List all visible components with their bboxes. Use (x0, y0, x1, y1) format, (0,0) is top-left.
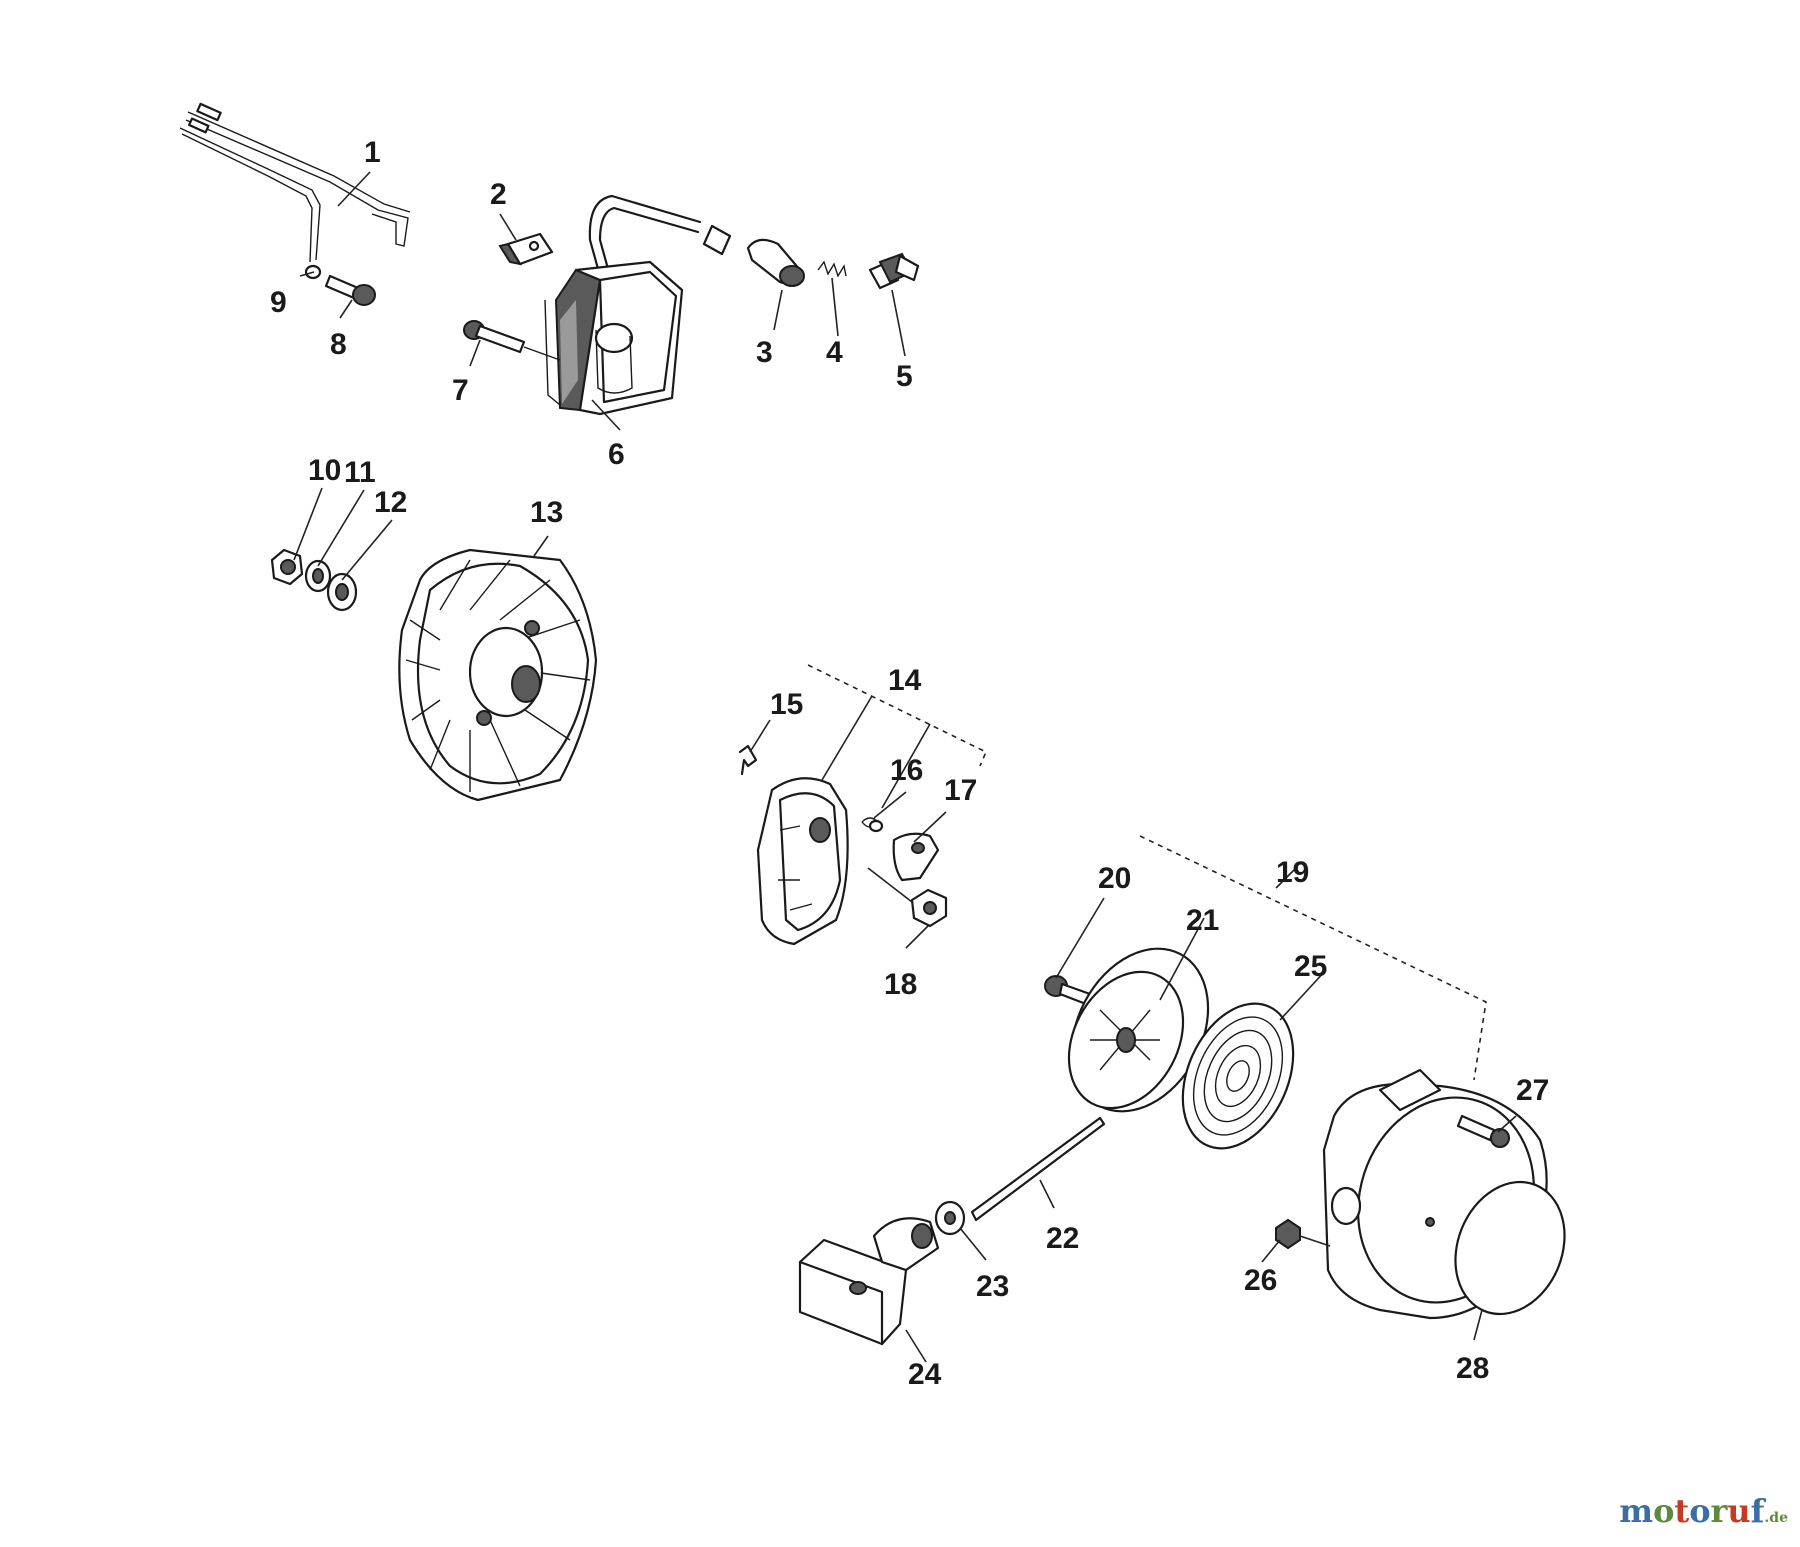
callout-6: 6 (608, 438, 625, 471)
callout-4: 4 (826, 336, 843, 369)
watermark-letter: r (1710, 1492, 1728, 1530)
watermark-letter: u (1727, 1492, 1751, 1530)
part-24-starter-handle (798, 1217, 940, 1346)
callout-21: 21 (1186, 904, 1219, 937)
callout-26: 26 (1244, 1264, 1277, 1297)
part-13-flywheel (398, 548, 598, 802)
callout-16: 16 (890, 754, 923, 787)
part-6-ignition-module (544, 194, 702, 416)
callout-10: 10 (308, 454, 341, 487)
part-17-pawl (892, 832, 940, 882)
part-28-cover-disc (1454, 1180, 1566, 1316)
part-14-starter-pulley (756, 777, 849, 946)
callout-25: 25 (1294, 950, 1327, 983)
leader-lines (293, 171, 1517, 1363)
callout-11: 11 (344, 456, 376, 489)
watermark-letter: o (1653, 1492, 1675, 1530)
callout-8: 8 (330, 328, 347, 361)
callout-labels: 1 2 3 4 5 6 7 8 9 10 11 12 13 14 15 16 1… (270, 136, 1549, 1391)
watermark-letter: o (1689, 1492, 1711, 1530)
part-2-key (498, 232, 554, 266)
callout-20: 20 (1098, 862, 1131, 895)
part-22-starter-rope (970, 1116, 1106, 1222)
callout-3: 3 (756, 336, 773, 369)
part-21-rope-pulley (1067, 947, 1210, 1113)
callout-13: 13 (530, 496, 563, 529)
callout-7: 7 (452, 374, 469, 407)
part-10-nut (270, 548, 304, 586)
part-23-rope-guide (934, 1200, 966, 1236)
part-4-spring (817, 260, 847, 278)
callout-24: 24 (908, 1358, 942, 1391)
part-16-spring (861, 817, 884, 833)
callout-9: 9 (270, 286, 287, 319)
part-20-screw (1044, 975, 1092, 1006)
part-26-nut (1275, 1218, 1331, 1250)
part-11-lock-washer (304, 559, 332, 593)
watermark-text: motoruf (1619, 1492, 1764, 1530)
callout-22: 22 (1046, 1222, 1079, 1255)
callout-1: 1 (364, 136, 381, 169)
part-5-spark-plug (868, 252, 920, 290)
part-12-washer (326, 572, 358, 612)
part-15-clip (738, 744, 758, 776)
callout-12: 12 (374, 486, 407, 519)
callout-15: 15 (770, 688, 803, 721)
part-25-recoil-spring (1181, 1002, 1295, 1150)
callout-19: 19 (1276, 856, 1309, 889)
watermark-suffix: .de (1764, 1510, 1788, 1526)
callout-17: 17 (944, 774, 977, 807)
callout-18: 18 (884, 968, 917, 1001)
watermark-letter: f (1750, 1492, 1765, 1530)
watermark-letter: m (1619, 1492, 1654, 1530)
callout-2: 2 (490, 178, 507, 211)
part-8-screw (324, 274, 376, 306)
callout-14: 14 (888, 664, 922, 697)
callout-23: 23 (976, 1270, 1009, 1303)
callout-28: 28 (1456, 1352, 1489, 1385)
part-1-wire-harness (179, 102, 411, 280)
watermark-logo: motoruf.de (1619, 1492, 1788, 1530)
part-27-screw (1456, 1114, 1510, 1148)
callout-5: 5 (896, 360, 913, 393)
part-18-nut (867, 867, 948, 928)
callout-27: 27 (1516, 1074, 1549, 1107)
part-7-bolt (463, 320, 561, 361)
part-3-spark-boot (702, 224, 805, 287)
watermark-letter: t (1674, 1492, 1690, 1530)
